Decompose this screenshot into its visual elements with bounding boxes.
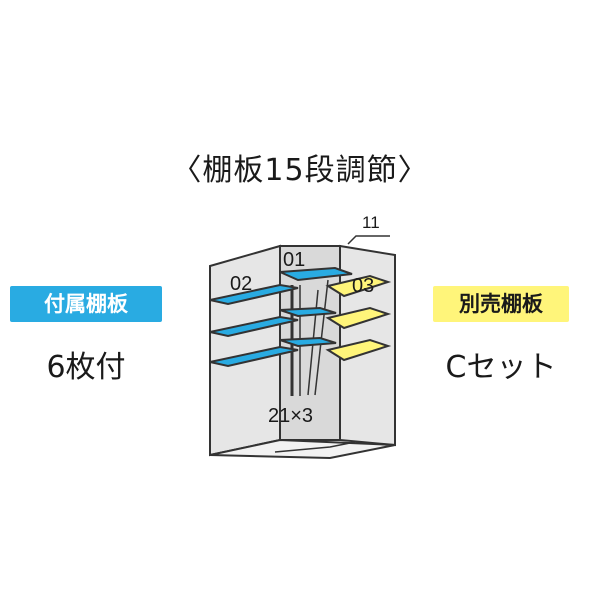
optional-shelf	[325, 338, 392, 362]
optional-shelf	[325, 274, 392, 298]
label-03: 03	[352, 275, 374, 297]
label-02: 02	[230, 273, 252, 295]
included-shelves-badge: 付属棚板	[10, 286, 162, 322]
included-shelves-count: 6枚付	[46, 350, 126, 385]
included-shelf	[209, 315, 299, 338]
optional-shelves-count: Cセット	[445, 350, 557, 385]
door-sill	[274, 441, 356, 453]
optional-shelf	[325, 306, 392, 330]
included-shelf	[279, 306, 337, 318]
optional-shelves-badge: 別売棚板	[433, 286, 569, 322]
included-shelf	[279, 336, 337, 348]
included-shelf	[209, 283, 299, 306]
page-title: 〈棚板15段調節〉	[171, 153, 429, 188]
included-shelf	[209, 345, 299, 368]
label-01: 01	[283, 249, 305, 271]
label-21x3: 21×3	[268, 405, 313, 427]
leader-line	[347, 235, 390, 245]
included-shelf	[279, 266, 353, 282]
storage-shed-diagram: 11 02 01 03 21×3	[209, 213, 396, 460]
label-11: 11	[362, 213, 380, 232]
